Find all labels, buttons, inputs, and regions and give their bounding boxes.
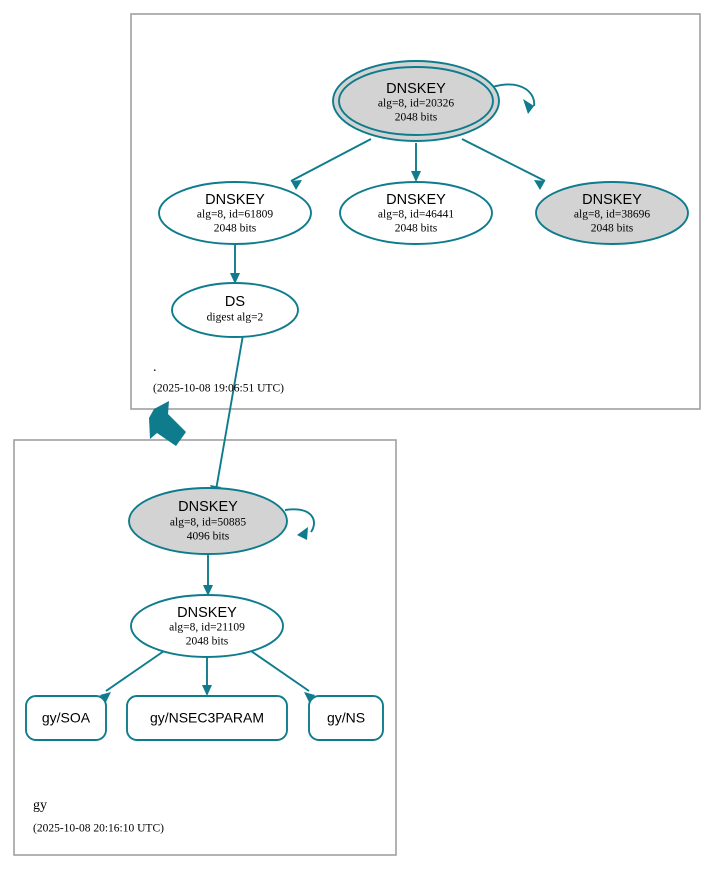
node-title: DNSKEY <box>386 192 446 208</box>
node-detail-alg-id: alg=8, id=20326 <box>378 98 454 110</box>
node-detail-bits: 2048 bits <box>395 112 438 124</box>
edge-ksk20326-self <box>491 83 536 114</box>
node-rr-gy-soa[interactable]: gy/SOA <box>25 695 107 741</box>
node-dnskey-61809[interactable]: DNSKEY alg=8, id=61809 2048 bits <box>158 181 312 245</box>
node-dnskey-46441[interactable]: DNSKEY alg=8, id=46441 2048 bits <box>339 181 493 245</box>
node-detail-bits: 4096 bits <box>187 531 230 543</box>
edge-zsk21109-soa <box>100 650 165 702</box>
node-dnskey-50885[interactable]: DNSKEY alg=8, id=50885 4096 bits <box>128 487 288 555</box>
node-detail-bits: 2048 bits <box>395 223 438 235</box>
node-detail-bits: 2048 bits <box>186 636 229 648</box>
node-detail-alg-id: alg=8, id=46441 <box>378 209 454 221</box>
node-detail-bits: 2048 bits <box>591 223 634 235</box>
node-detail-alg-id: alg=8, id=50885 <box>170 517 246 529</box>
edge-ksk20326-zsk46441 <box>411 143 421 182</box>
node-dnskey-38696[interactable]: DNSKEY alg=8, id=38696 2048 bits <box>535 181 689 245</box>
node-title: DNSKEY <box>582 192 642 208</box>
node-dnskey-20326[interactable]: DNSKEY alg=8, id=20326 2048 bits <box>332 60 500 142</box>
node-title: DNSKEY <box>386 81 446 97</box>
node-title: DNSKEY <box>177 605 237 621</box>
node-label: gy/NSEC3PARAM <box>150 710 264 726</box>
node-detail-alg-id: alg=8, id=38696 <box>574 209 650 221</box>
zone-timestamp-root: (2025-10-08 19:06:51 UTC) <box>153 383 284 395</box>
edge-zsk21109-nsec3param <box>202 658 212 696</box>
edge-ksk20326-zsk38696 <box>461 138 546 190</box>
node-title: DS <box>225 294 245 310</box>
node-rr-gy-nsec3param[interactable]: gy/NSEC3PARAM <box>126 695 288 741</box>
zone-timestamp-gy: (2025-10-08 20:16:10 UTC) <box>33 823 164 835</box>
node-detail-alg-id: alg=8, id=61809 <box>197 209 273 221</box>
edge-zsk61809-ds <box>230 243 240 284</box>
edge-ksk50885-self <box>284 508 315 540</box>
node-detail-digest: digest alg=2 <box>207 312 264 324</box>
node-ds[interactable]: DS digest alg=2 <box>171 282 299 338</box>
node-label: gy/SOA <box>42 710 91 726</box>
node-label: gy/NS <box>327 710 365 726</box>
edge-ksk20326-zsk61809 <box>290 138 372 190</box>
zone-label-gy: gy <box>33 798 47 813</box>
node-rr-gy-ns[interactable]: gy/NS <box>308 695 384 741</box>
edge-zsk21109-ns <box>250 650 315 702</box>
node-detail-bits: 2048 bits <box>214 223 257 235</box>
node-title: DNSKEY <box>178 499 238 515</box>
node-dnskey-21109[interactable]: DNSKEY alg=8, id=21109 2048 bits <box>130 594 284 658</box>
zone-label-root: . <box>153 360 157 375</box>
edge-ksk50885-zsk21109 <box>203 553 213 596</box>
delegation-arrow <box>149 401 186 446</box>
node-title: DNSKEY <box>205 192 265 208</box>
node-detail-alg-id: alg=8, id=21109 <box>169 622 245 634</box>
